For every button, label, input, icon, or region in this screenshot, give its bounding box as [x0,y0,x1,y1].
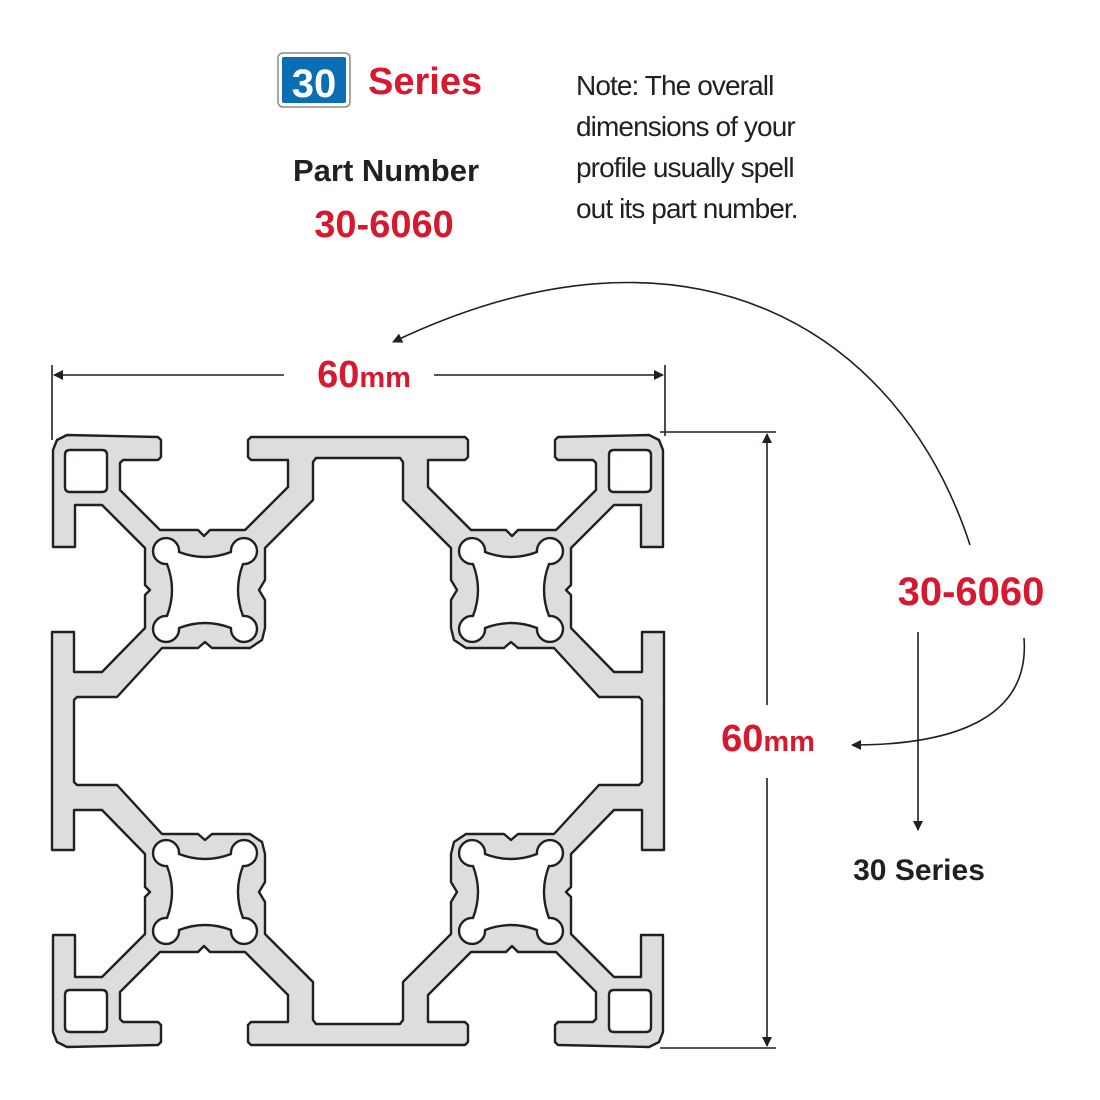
part-number-label: Part Number [293,153,479,188]
note-text: Note: The overall dimensions of your pro… [576,70,799,224]
part-number-callout: 30-6060 30 Series [392,281,1045,887]
height-label: 60mm [721,718,815,760]
badge-number: 30 [292,62,337,106]
note-line: dimensions of your [576,111,795,142]
callout-part-number: 30-6060 [898,570,1045,614]
series-title: Series [368,61,482,103]
note-line: Note: The overall [576,70,773,101]
height-dimension: 60mm [660,431,815,1049]
callout-series-label: 30 Series [853,854,985,887]
note-line: profile usually spell [576,152,794,183]
width-dimension: 60mm [51,354,666,440]
note-line: out its part number. [576,193,798,224]
extrusion-profile-cross-section [50,433,666,1049]
series-badge: 30 [277,52,351,108]
height-callout-arrow [851,637,1026,750]
part-number-value: 30-6060 [314,204,453,246]
width-label: 60mm [317,354,411,396]
width-callout-arrow [392,281,971,546]
